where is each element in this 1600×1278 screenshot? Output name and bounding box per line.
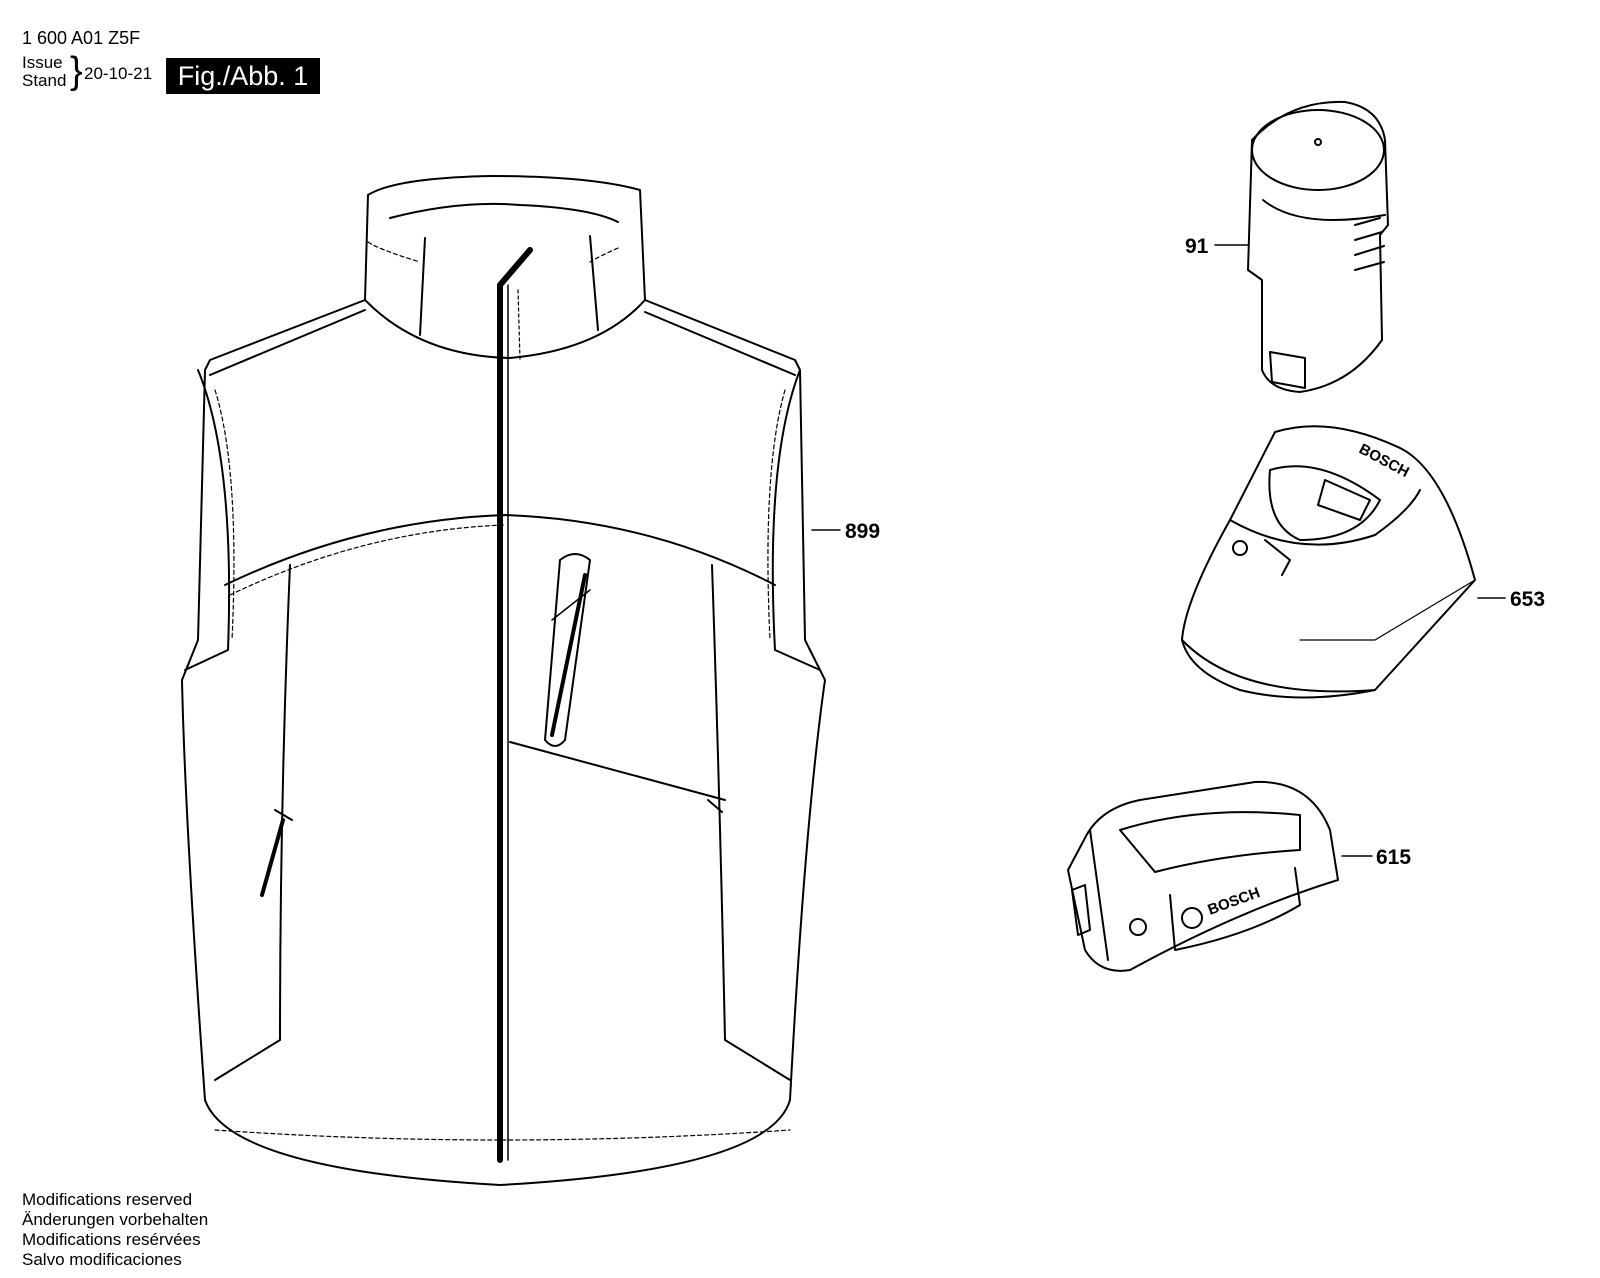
callout-899: 899 xyxy=(845,520,880,543)
modifications-notice: Modifications reserved Änderungen vorbeh… xyxy=(22,1190,208,1270)
stand-label: Stand xyxy=(22,71,67,90)
brand-mark-adapter: BOSCH xyxy=(1206,884,1263,919)
footer-line-fr: Modifications resérvées xyxy=(22,1230,201,1249)
figure-label: Fig./Abb. 1 xyxy=(166,58,320,94)
footer-line-de: Änderungen vorbehalten xyxy=(22,1210,209,1229)
charger-base xyxy=(1181,425,1476,699)
footer-line-en: Modifications reserved xyxy=(22,1190,193,1209)
battery-pack xyxy=(1247,100,1389,393)
brand-mark-charger: BOSCH xyxy=(1356,441,1412,481)
issue-label: Issue xyxy=(22,53,63,72)
part-number: 1 600 A01 Z5F xyxy=(22,28,141,48)
callout-615: 615 xyxy=(1376,846,1411,869)
issue-stand-label: Issue Stand xyxy=(22,54,66,90)
issue-date: 20-10-21 xyxy=(84,64,153,83)
callout-653: 653 xyxy=(1510,588,1545,611)
heated-vest xyxy=(181,175,826,1186)
usb-adapter xyxy=(1067,780,1339,972)
footer-line-es: Salvo modificaciones xyxy=(22,1250,182,1269)
callout-91: 91 xyxy=(1185,235,1209,258)
brace-mark: } xyxy=(70,50,83,92)
